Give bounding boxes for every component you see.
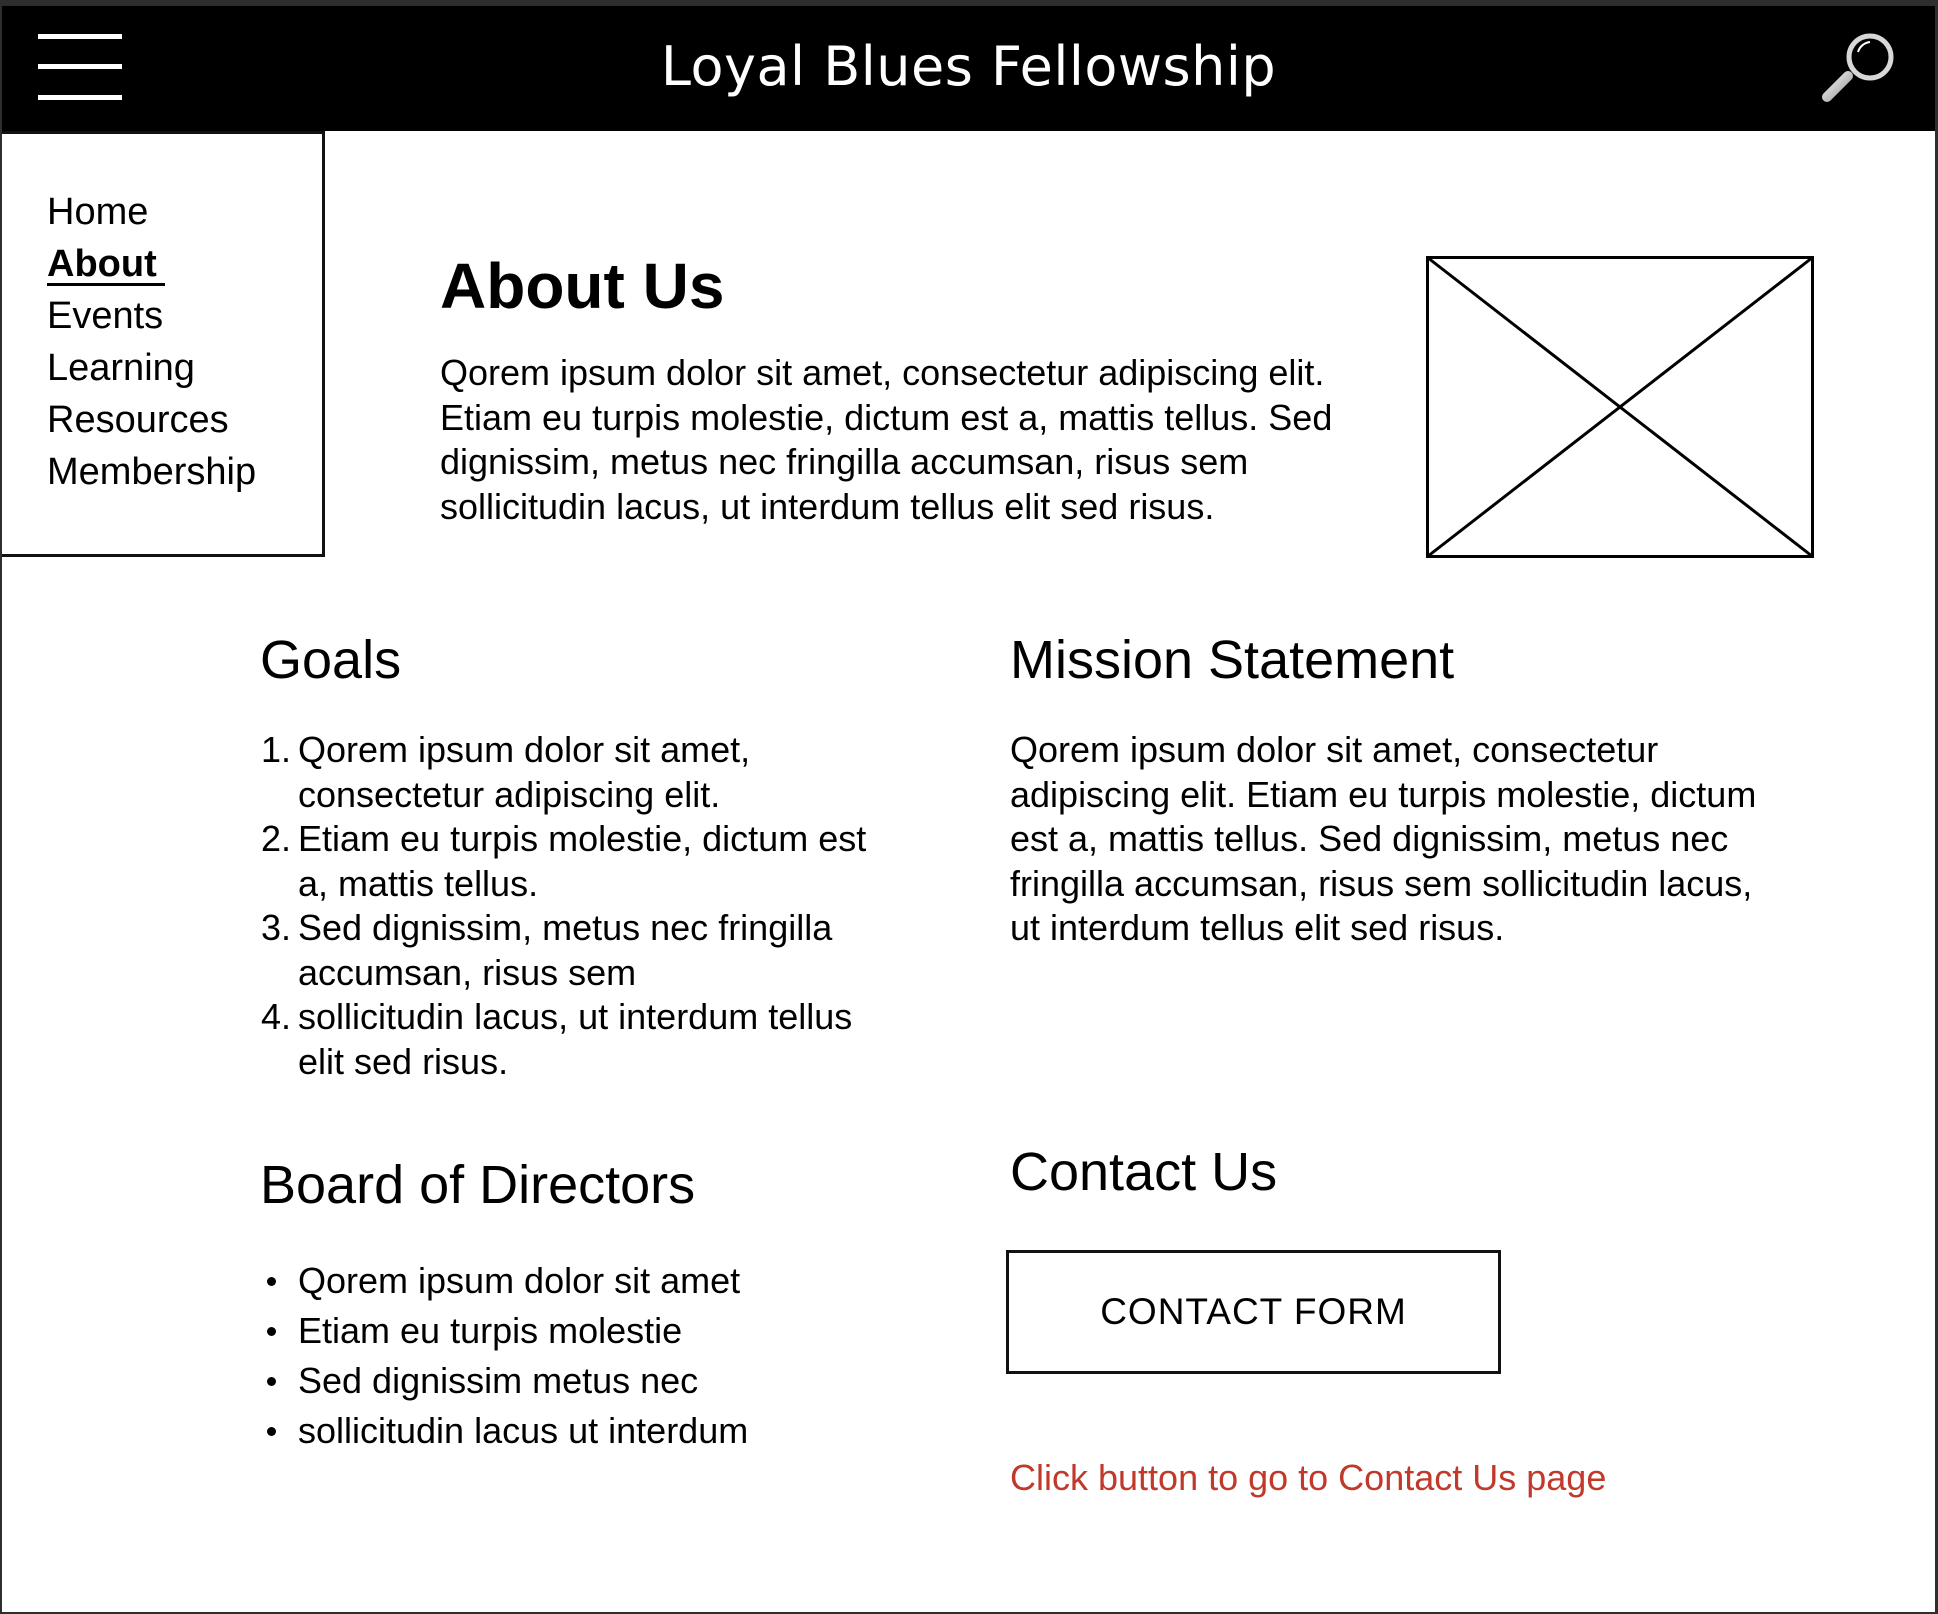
nav-item-events[interactable]: Events <box>47 295 164 337</box>
nav-list: Home About Events Learning Resources Mem… <box>47 186 256 498</box>
side-navigation: Home About Events Learning Resources Mem… <box>2 131 325 557</box>
image-placeholder-icon <box>1426 256 1814 558</box>
nav-item-learning[interactable]: Learning <box>47 347 195 389</box>
hamburger-menu-icon[interactable] <box>38 34 122 100</box>
board-list-item: Sed dignissim metus nec <box>267 1356 918 1406</box>
board-list-item: Etiam eu turpis molestie <box>267 1306 918 1356</box>
goals-title: Goals <box>260 630 402 690</box>
goals-list-item: sollicitudin lacus, ut interdum tellus e… <box>251 995 853 1082</box>
board-title: Board of Directors <box>260 1155 696 1215</box>
goals-list-item: Qorem ipsum dolor sit amet, consectetur … <box>251 728 751 815</box>
about-title: About Us <box>440 250 725 322</box>
goals-list-item: Etiam eu turpis molestie, dictum est a, … <box>251 817 867 904</box>
board-list-item: Qorem ipsum dolor sit amet <box>267 1256 918 1306</box>
contact-form-button[interactable]: CONTACT FORM <box>1006 1250 1501 1374</box>
goals-list: Qorem ipsum dolor sit amet, consectetur … <box>251 728 898 1084</box>
mission-title: Mission Statement <box>1010 630 1455 690</box>
nav-item-membership[interactable]: Membership <box>47 451 257 493</box>
goals-list-item: Sed dignissim, metus nec fringilla accum… <box>251 906 833 993</box>
page: Loyal Blues Fellowship Home About Events… <box>2 6 1935 1612</box>
contact-title: Contact Us <box>1010 1142 1278 1202</box>
nav-item-resources[interactable]: Resources <box>47 399 229 441</box>
contact-note: Click button to go to Contact Us page <box>1010 1457 1607 1498</box>
site-title: Loyal Blues Fellowship <box>660 35 1277 98</box>
nav-item-home[interactable]: Home <box>47 191 149 233</box>
board-list: Qorem ipsum dolor sit amet Etiam eu turp… <box>267 1256 918 1456</box>
board-list-item: sollicitudin lacus ut interdum <box>267 1406 918 1456</box>
nav-item-about[interactable]: About <box>47 238 256 290</box>
about-text: Qorem ipsum dolor sit amet, consectetur … <box>440 352 1333 527</box>
header-bar: Loyal Blues Fellowship <box>2 6 1935 131</box>
mission-text: Qorem ipsum dolor sit amet, consectetur … <box>1010 729 1757 948</box>
search-icon[interactable] <box>1818 30 1902 106</box>
